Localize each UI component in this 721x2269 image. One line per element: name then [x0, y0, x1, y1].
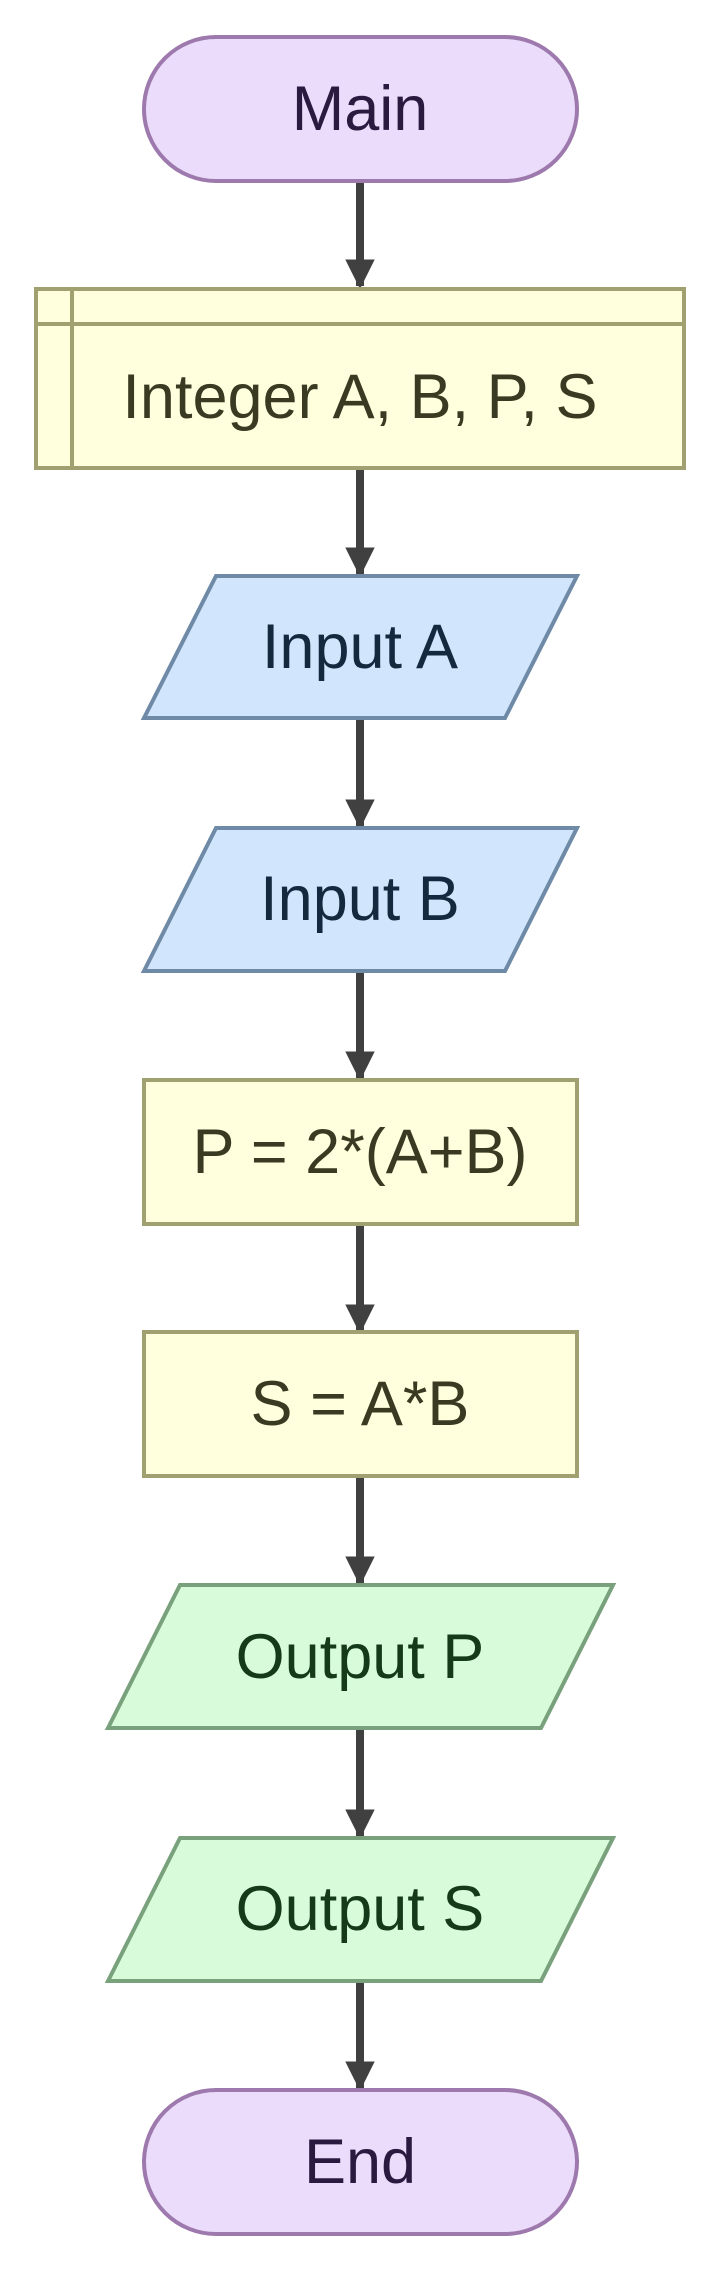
perimeter-process-shape — [142, 1078, 579, 1226]
perimeter-process: P = 2*(A+B) — [142, 1078, 579, 1226]
input-b-shape — [140, 826, 581, 973]
input-b-node: Input B — [140, 826, 581, 973]
start-terminal-label: Main — [292, 74, 429, 144]
output-p-label: Output P — [236, 1622, 485, 1692]
start-terminal-shape — [142, 35, 579, 183]
input-a-shape — [140, 574, 581, 720]
declaration-label: Integer A, B, P, S — [122, 362, 597, 432]
output-s-label: Output S — [236, 1874, 485, 1944]
start-terminal: Main — [142, 35, 579, 183]
end-terminal: End — [142, 2088, 579, 2236]
input-a-label: Input A — [262, 612, 458, 682]
output-p-shape — [104, 1583, 617, 1730]
input-b-label: Input B — [260, 864, 460, 934]
perimeter-process-label: P = 2*(A+B) — [192, 1117, 527, 1187]
area-process-shape — [142, 1330, 579, 1478]
area-process: S = A*B — [142, 1330, 579, 1478]
area-process-label: S = A*B — [251, 1369, 470, 1439]
declaration-block: Integer A, B, P, S — [34, 287, 686, 470]
output-s-shape — [104, 1836, 617, 1983]
end-terminal-label: End — [304, 2127, 416, 2197]
output-p-node: Output P — [104, 1583, 617, 1730]
declaration-shape — [34, 287, 686, 470]
end-terminal-shape — [142, 2088, 579, 2236]
output-s-node: Output S — [104, 1836, 617, 1983]
input-a-node: Input A — [140, 574, 581, 720]
